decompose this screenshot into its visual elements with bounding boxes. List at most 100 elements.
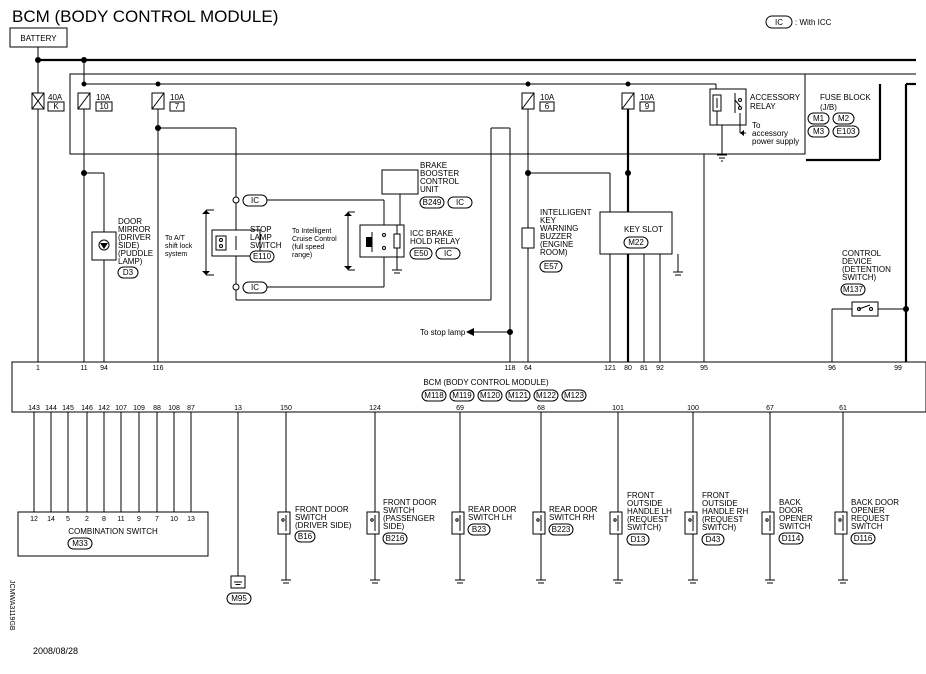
footer-date: 2008/08/28	[33, 646, 78, 656]
svg-text:BUZZER: BUZZER	[540, 232, 572, 241]
svg-text:SWITCH): SWITCH)	[842, 273, 877, 282]
icc-relay-label: ICC BRAKE HOLD RELAY	[410, 229, 461, 246]
svg-text:shift lock: shift lock	[165, 243, 193, 250]
svg-text:M121: M121	[508, 391, 529, 400]
svg-text:REAR DOOR: REAR DOOR	[468, 505, 517, 514]
svg-text:CONTROL: CONTROL	[420, 177, 460, 186]
svg-text:81: 81	[640, 365, 648, 372]
svg-text:SWITCH: SWITCH	[383, 506, 415, 515]
switch-back-door-request: BACK DOOR OPENER REQUEST SWITCH D116	[834, 412, 899, 584]
svg-text:FRONT: FRONT	[627, 491, 655, 500]
svg-text:system: system	[165, 251, 187, 258]
switch-rear-door-lh: REAR DOOR SWITCH LH B23	[451, 412, 517, 584]
svg-text:100: 100	[687, 405, 699, 412]
svg-text:67: 67	[766, 405, 774, 412]
svg-text:11: 11	[117, 516, 124, 523]
buzzer-connector: E57	[544, 262, 559, 271]
fuse-10a-9: 10A 9	[621, 92, 655, 112]
svg-text:101: 101	[612, 405, 624, 412]
svg-text:10A: 10A	[640, 93, 655, 102]
svg-text:Cruise Control: Cruise Control	[292, 236, 337, 243]
shift-lock-label: To A/T shift lock system	[165, 235, 193, 258]
svg-text:FRONT: FRONT	[702, 491, 730, 500]
svg-text:M123: M123	[564, 391, 585, 400]
svg-text:OPENER: OPENER	[779, 514, 813, 523]
combination-switch-label: COMBINATION SWITCH	[68, 527, 158, 536]
svg-text:SWITCH: SWITCH	[250, 241, 282, 250]
svg-text:REQUEST: REQUEST	[851, 514, 890, 523]
svg-text:B223: B223	[552, 525, 571, 534]
svg-text:124: 124	[369, 405, 381, 412]
svg-text:(PUDDLE: (PUDDLE	[118, 249, 153, 258]
svg-text:LAMP): LAMP)	[118, 257, 143, 266]
svg-text:13: 13	[234, 405, 242, 412]
to-stop-lamp: To stop lamp	[420, 328, 466, 337]
svg-text:9: 9	[137, 516, 141, 523]
svg-text:M120: M120	[480, 391, 501, 400]
svg-text:13: 13	[187, 516, 195, 523]
svg-text:87: 87	[187, 405, 195, 412]
svg-text:To Intelligent: To Intelligent	[292, 228, 331, 235]
svg-text:14: 14	[47, 516, 55, 523]
svg-text:power supply: power supply	[752, 137, 799, 146]
svg-text:OPENER: OPENER	[851, 506, 885, 515]
brake-booster-connector: B249	[423, 198, 442, 207]
svg-text:M119: M119	[452, 391, 472, 400]
svg-text:DOOR: DOOR	[118, 217, 142, 226]
svg-text:BOOSTER: BOOSTER	[420, 169, 459, 178]
svg-text:150: 150	[280, 405, 292, 412]
svg-text:(DRIVER: (DRIVER	[118, 233, 151, 242]
svg-text:HANDLE LH: HANDLE LH	[627, 507, 672, 516]
svg-text:RELAY: RELAY	[750, 102, 776, 111]
ground-connector: M95	[231, 594, 247, 603]
control-device-switch	[851, 301, 879, 317]
door-mirror-label: DOOR MIRROR (DRIVER SIDE) (PUDDLE LAMP)	[118, 217, 153, 266]
svg-text:69: 69	[456, 405, 464, 412]
svg-text:7: 7	[175, 102, 180, 111]
svg-text:UNIT: UNIT	[420, 185, 439, 194]
svg-text:5: 5	[66, 516, 70, 523]
svg-text:KEY: KEY	[540, 216, 557, 225]
svg-text:(ENGINE: (ENGINE	[540, 240, 573, 249]
svg-text:BACK: BACK	[779, 498, 801, 507]
svg-text:INTELLIGENT: INTELLIGENT	[540, 208, 592, 217]
svg-text:96: 96	[828, 365, 836, 372]
svg-text:HOLD RELAY: HOLD RELAY	[410, 237, 461, 246]
svg-text:2: 2	[85, 516, 89, 523]
svg-text:B16: B16	[298, 532, 313, 541]
svg-text:10: 10	[170, 516, 178, 523]
svg-text:M2: M2	[838, 114, 850, 123]
svg-text:D114: D114	[782, 534, 801, 543]
svg-text:To A/T: To A/T	[165, 235, 186, 242]
svg-text:BACK DOOR: BACK DOOR	[851, 498, 899, 507]
control-device-label: CONTROL DEVICE (DETENTION SWITCH)	[842, 249, 891, 282]
svg-text:116: 116	[152, 365, 163, 372]
svg-text:12: 12	[30, 516, 38, 523]
svg-text:94: 94	[100, 365, 108, 372]
svg-text:BRAKE: BRAKE	[420, 161, 447, 170]
svg-text:D116: D116	[854, 534, 873, 543]
svg-text:accessory: accessory	[752, 129, 788, 138]
svg-text:9: 9	[645, 102, 650, 111]
svg-text:144: 144	[45, 405, 57, 412]
svg-text:FRONT DOOR: FRONT DOOR	[295, 505, 349, 514]
switch-rear-door-rh: REAR DOOR SWITCH RH B223	[532, 412, 598, 584]
svg-text:range): range)	[292, 252, 312, 259]
svg-text:SWITCH LH: SWITCH LH	[468, 513, 512, 522]
svg-text:(PASSENGER: (PASSENGER	[383, 514, 435, 523]
combination-switch-wires	[33, 412, 192, 512]
svg-text:107: 107	[115, 405, 127, 412]
svg-text:SWITCH: SWITCH	[851, 522, 883, 531]
diagram-title: BCM (BODY CONTROL MODULE)	[12, 7, 278, 26]
svg-text:FUSE BLOCK: FUSE BLOCK	[820, 93, 871, 102]
stop-lamp-ic-tag-bottom: IC	[251, 283, 259, 292]
svg-text:146: 146	[81, 405, 93, 412]
svg-text:SIDE): SIDE)	[383, 522, 405, 531]
svg-text:118: 118	[504, 365, 515, 372]
svg-text:MIRROR: MIRROR	[118, 225, 151, 234]
svg-text:CONTROL: CONTROL	[842, 249, 882, 258]
svg-text:10A: 10A	[96, 93, 111, 102]
cruise-label: To Intelligent Cruise Control (full spee…	[292, 228, 337, 259]
svg-text:WARNING: WARNING	[540, 224, 578, 233]
svg-text:SWITCH): SWITCH)	[627, 523, 662, 532]
